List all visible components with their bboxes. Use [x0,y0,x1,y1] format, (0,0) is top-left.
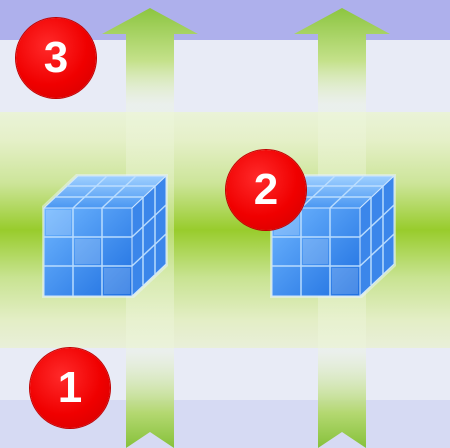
step-number-3: 3 [44,36,68,80]
step-number-2: 2 [254,168,278,212]
cube-icon-left [40,166,170,307]
step-number-1: 1 [58,366,82,410]
step-badge-2: 2 [226,150,306,230]
step-badge-3: 3 [16,18,96,98]
step-badge-1: 1 [30,348,110,428]
